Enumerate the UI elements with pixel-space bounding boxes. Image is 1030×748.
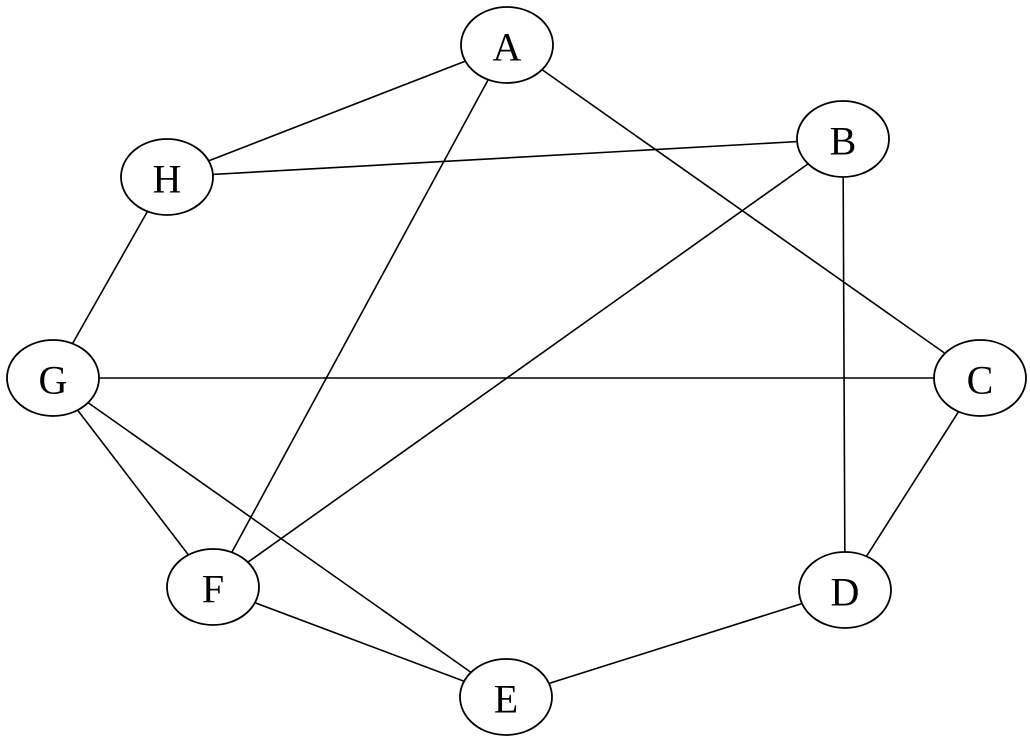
edge-b-d <box>842 138 846 591</box>
node-c-label: C <box>967 358 994 403</box>
node-d: D <box>798 551 892 629</box>
edge-a-h <box>166 44 508 178</box>
node-f-label: F <box>202 567 224 612</box>
node-f: F <box>166 548 260 626</box>
node-c: C <box>933 339 1027 417</box>
node-g-label: G <box>39 358 68 403</box>
node-d-shape <box>798 551 892 629</box>
node-b: B <box>796 100 890 178</box>
edge-f-e <box>212 586 507 698</box>
edge-g-f <box>52 377 214 588</box>
node-e: E <box>459 658 553 736</box>
node-a-shape <box>460 6 554 84</box>
node-b-label: B <box>830 119 857 164</box>
node-d-label: D <box>831 570 860 615</box>
node-a: A <box>460 6 554 84</box>
edges-layer <box>52 44 981 698</box>
edge-b-f <box>212 138 844 588</box>
node-h-shape <box>120 138 214 216</box>
nodes-layer: A B C D E F G H <box>6 6 1027 736</box>
node-h-label: H <box>153 157 182 202</box>
edge-a-f <box>212 44 508 588</box>
edge-g-e <box>52 377 507 698</box>
node-h: H <box>120 138 214 216</box>
edge-c-d <box>844 377 981 591</box>
node-b-shape <box>796 100 890 178</box>
node-f-shape <box>166 548 260 626</box>
node-g-shape <box>6 339 100 417</box>
node-e-shape <box>459 658 553 736</box>
node-c-shape <box>933 339 1027 417</box>
node-g: G <box>6 339 100 417</box>
node-a-label: A <box>493 25 522 70</box>
edge-a-c <box>506 44 981 379</box>
node-e-label: E <box>494 677 518 722</box>
edge-d-e <box>505 589 846 698</box>
edge-h-b <box>166 138 844 178</box>
